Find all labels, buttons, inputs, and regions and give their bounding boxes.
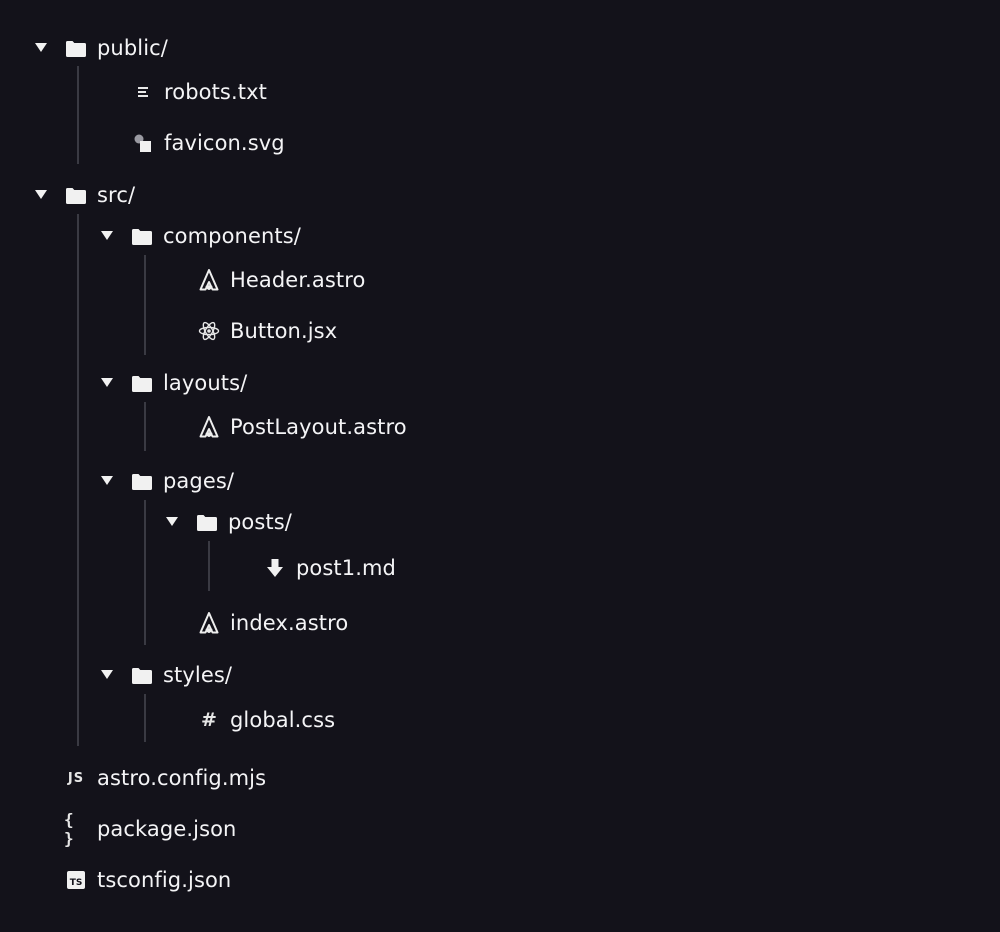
tree-item-label: favicon.svg (164, 131, 285, 155)
astro-icon (197, 409, 221, 445)
tree-file-post1-md[interactable]: post1.md (263, 550, 396, 586)
tree-folder-pages[interactable]: pages/ (98, 463, 234, 499)
css-icon: # (201, 709, 217, 731)
tree-item-label: robots.txt (164, 80, 267, 104)
tree-file-tsconfig-json[interactable]: TS tsconfig.json (64, 862, 231, 898)
tree-item-label: layouts/ (163, 371, 248, 395)
svg-text:TS: TS (70, 878, 83, 888)
tree-item-label: index.astro (230, 611, 349, 635)
astro-icon (197, 605, 221, 641)
folder-icon (132, 657, 152, 693)
chevron-down-icon[interactable] (163, 504, 179, 540)
folder-icon (66, 30, 86, 66)
markdown-icon (263, 550, 287, 586)
tree-item-label: posts/ (228, 510, 292, 534)
indent-guide-posts (208, 541, 210, 591)
tree-file-index-astro[interactable]: index.astro (197, 605, 348, 641)
tree-file-favicon-svg[interactable]: favicon.svg (131, 125, 285, 161)
indent-guide-components (144, 255, 146, 355)
tree-item-label: Header.astro (230, 268, 366, 292)
folder-icon (66, 177, 86, 213)
folder-icon (132, 365, 152, 401)
tree-item-label: post1.md (296, 556, 396, 580)
react-icon (197, 313, 221, 349)
indent-guide-public (77, 66, 79, 164)
json-icon: { } (64, 810, 76, 848)
tree-folder-layouts[interactable]: layouts/ (98, 365, 247, 401)
tree-item-label: astro.config.mjs (97, 766, 267, 790)
tree-folder-public[interactable]: public/ (32, 30, 168, 66)
indent-guide-pages (144, 500, 146, 645)
image-file-icon (131, 125, 155, 161)
tree-item-label: src/ (97, 183, 136, 207)
chevron-down-icon[interactable] (98, 218, 114, 254)
folder-icon (132, 218, 152, 254)
text-file-icon (131, 74, 155, 110)
indent-guide-src (77, 214, 79, 746)
javascript-icon: JS (67, 770, 85, 786)
indent-guide-styles (144, 694, 146, 742)
tree-item-label: global.css (230, 708, 336, 732)
tree-file-button-jsx[interactable]: Button.jsx (197, 313, 337, 349)
tree-file-header-astro[interactable]: Header.astro (197, 262, 365, 298)
chevron-down-icon[interactable] (98, 463, 114, 499)
tree-folder-components[interactable]: components/ (98, 218, 301, 254)
tree-item-label: package.json (97, 817, 237, 841)
indent-guide-layouts (144, 402, 146, 451)
tree-item-label: components/ (163, 224, 301, 248)
folder-icon (197, 504, 217, 540)
chevron-down-icon[interactable] (32, 30, 48, 66)
tree-item-label: public/ (97, 36, 168, 60)
tree-item-label: tsconfig.json (97, 868, 232, 892)
chevron-down-icon[interactable] (98, 657, 114, 693)
astro-icon (197, 262, 221, 298)
tree-folder-styles[interactable]: styles/ (98, 657, 232, 693)
folder-icon (132, 463, 152, 499)
tree-item-label: PostLayout.astro (230, 415, 407, 439)
typescript-icon: TS (64, 862, 88, 898)
tree-folder-src[interactable]: src/ (32, 177, 135, 213)
tree-item-label: styles/ (163, 663, 233, 687)
chevron-down-icon[interactable] (32, 177, 48, 213)
tree-folder-posts[interactable]: posts/ (163, 504, 292, 540)
tree-file-astro-config-mjs[interactable]: JS astro.config.mjs (64, 760, 266, 796)
tree-file-robots-txt[interactable]: robots.txt (131, 74, 267, 110)
tree-file-global-css[interactable]: # global.css (197, 702, 335, 738)
chevron-down-icon[interactable] (98, 365, 114, 401)
tree-file-package-json[interactable]: { } package.json (64, 810, 237, 848)
tree-item-label: pages/ (163, 469, 235, 493)
tree-file-postlayout-astro[interactable]: PostLayout.astro (197, 409, 407, 445)
tree-item-label: Button.jsx (230, 319, 338, 343)
